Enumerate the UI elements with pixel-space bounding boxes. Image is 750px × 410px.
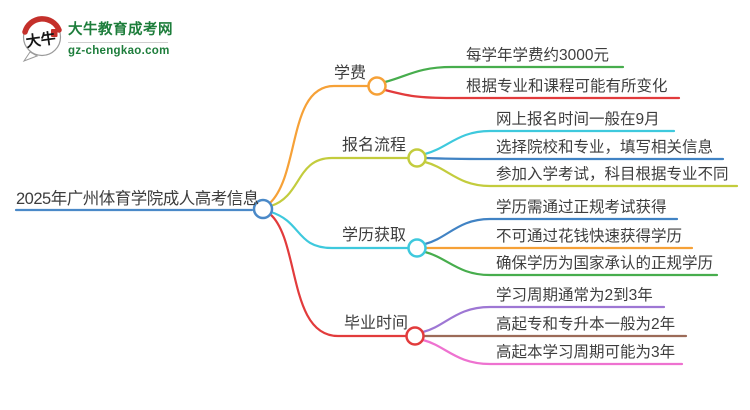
leaf-label-tuition-fee: 每学年学费约3000元	[466, 47, 609, 64]
leaf-label-reg-exam: 参加入学考试，科目根据专业不同	[496, 166, 729, 183]
branch-label-degree: 学历获取	[342, 227, 407, 244]
leaf-label-degree-exam: 学历需通过正规考试获得	[496, 199, 667, 216]
logo-text-block: 大牛教育成考网 gz-chengkao.com	[68, 18, 173, 57]
leaf-curve-grad-cycle	[421, 305, 666, 334]
logo-icon-text: 大牛	[25, 29, 57, 51]
branch-node-circle-degree	[407, 238, 427, 258]
leaf-label-degree-official: 确保学历为国家承认的正规学历	[496, 255, 714, 272]
branch-label-registration: 报名流程	[342, 137, 407, 154]
leaf-label-tuition-vary: 根据专业和课程可能有所变化	[466, 78, 668, 95]
leaf-label-grad-cycle: 学习周期通常为2到3年	[496, 287, 653, 304]
leaf-curve-grad-3years	[421, 338, 684, 366]
logo-title: 大牛教育成考网	[68, 22, 173, 38]
logo-container: 大牛 大牛教育成考网 gz-chengkao.com	[14, 12, 254, 64]
leaf-curve-reg-choose	[424, 156, 725, 161]
leaf-label-grad-3years: 高起本学习周期可能为3年	[496, 344, 676, 361]
branch-curve-graduation	[268, 212, 408, 338]
logo-divider	[68, 42, 168, 43]
root-topic-label: 2025年广州体育学院成人高考信息	[16, 190, 259, 208]
daniu-logo-icon: 大牛	[22, 16, 62, 62]
logo-seal-icon	[51, 29, 58, 37]
leaf-label-degree-nobuy: 不可通过花钱快速获得学历	[496, 228, 683, 245]
branch-node-circle-graduation	[405, 326, 425, 346]
leaf-curve-degree-exam	[423, 217, 679, 246]
root-node-circle	[252, 198, 274, 220]
branch-label-graduation: 毕业时间	[344, 315, 409, 332]
branch-curve-degree	[269, 210, 410, 250]
leaf-curve-tuition-vary	[383, 88, 681, 100]
branch-node-circle-tuition	[367, 76, 387, 96]
leaf-curve-reg-exam	[423, 160, 739, 188]
branch-curve-tuition	[268, 84, 370, 205]
branch-node-circle-registration	[407, 148, 427, 168]
leaf-curve-degree-official	[423, 250, 719, 277]
leaf-label-reg-time: 网上报名时间一般在9月	[496, 111, 660, 128]
leaf-curve-tuition-fee	[383, 65, 625, 84]
logo-domain: gz-chengkao.com	[68, 45, 170, 57]
branch-label-tuition: 学费	[334, 65, 367, 82]
leaf-label-grad-2years: 高起专和专升本一般为2年	[496, 316, 676, 333]
leaf-label-reg-choose: 选择院校和专业，填写相关信息	[496, 139, 714, 156]
logo-hat-arc	[22, 16, 62, 35]
leaf-curve-reg-time	[423, 129, 676, 156]
branch-curve-registration	[269, 156, 410, 208]
